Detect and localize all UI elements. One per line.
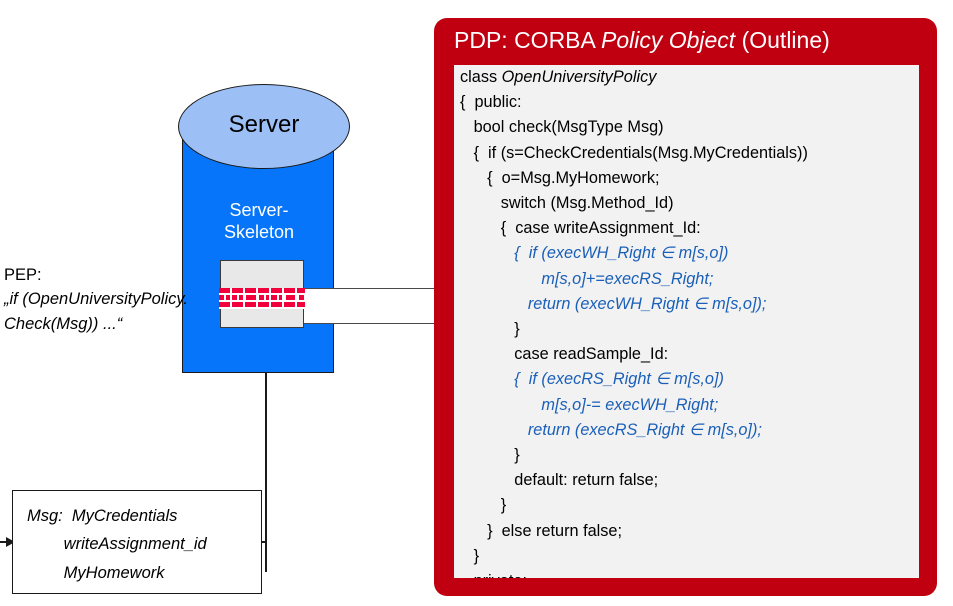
pep-caption-quote-line2: Check(Msg)) ...“ [4, 314, 123, 333]
server-skeleton-label: Server-Skeleton [186, 200, 332, 244]
server-cylinder-top [178, 84, 350, 169]
pdp-panel-title: PDP: CORBA Policy Object (Outline) [454, 27, 830, 54]
code-line: case readSample_Id: [460, 345, 669, 364]
incoming-msg-arrowhead [6, 537, 15, 547]
request-flow-line-to-msgbox [262, 541, 267, 543]
pdp-title-prefix: PDP: CORBA [454, 27, 601, 53]
server-skeleton-label-line1: Server- [229, 200, 289, 220]
code-line: { public: [460, 93, 522, 112]
code-line: m[s,o]+=execRS_Right; [460, 269, 714, 288]
code-line: m[s,o]-= execWH_Right; [460, 395, 719, 414]
code-line: } else return false; [460, 521, 622, 540]
code-line: { o=Msg.MyHomework; [460, 168, 660, 187]
code-line: private: [454, 569, 919, 578]
code-line: switch (Msg.Method_Id) [460, 194, 674, 213]
request-flow-line-lower [265, 400, 267, 572]
message-box: Msg: MyCredentials writeAssignment_id My… [12, 490, 262, 594]
pdp-title-italic: Policy Object [600, 27, 736, 53]
pep-caption: PEP: „if (OpenUniversityPolicy. Check(Ms… [4, 263, 234, 336]
code-line: } [460, 320, 520, 339]
message-row: Msg: MyCredentials [27, 507, 178, 525]
code-line: return (execWH_Right ∈ m[s,o]); [460, 294, 767, 313]
code-line: bool check(MsgType Msg) [460, 118, 664, 137]
message-box-content: Msg: MyCredentials writeAssignment_id My… [27, 502, 207, 587]
code-line: { if (execRS_Right ∈ m[s,o]) [460, 370, 724, 389]
pep-caption-title: PEP: [4, 266, 42, 284]
code-line: return (execRS_Right ∈ m[s,o]); [460, 420, 762, 439]
pep-caption-quote-line1: „if (OpenUniversityPolicy. [4, 290, 188, 309]
code-line-italic-identifier: OpenUniversityPolicy [501, 68, 657, 86]
message-row: writeAssignment_id [27, 535, 207, 554]
server-skeleton-label-line2: Skeleton [223, 221, 295, 242]
code-line: { if (execWH_Right ∈ m[s,o]) [460, 244, 729, 263]
server-diagram: Server Server-Skeleton PEP: „if (OpenUni… [0, 0, 475, 606]
code-line: { if (s=CheckCredentials(Msg.MyCredentia… [460, 143, 808, 162]
policy-code-listing: class OpenUniversityPolicy { public: bool… [454, 65, 919, 578]
code-line: class OpenUniversityPolicy [454, 65, 919, 90]
code-line: default: return false; [460, 471, 659, 490]
code-line: } [460, 446, 520, 465]
pdp-title-suffix: (Outline) [735, 27, 830, 53]
firewall-brick-wall-icon [219, 288, 305, 309]
pdp-policy-object-panel: PDP: CORBA Policy Object (Outline) class… [434, 18, 937, 596]
code-line-text: class [460, 68, 502, 86]
message-row: MyHomework [27, 563, 165, 582]
server-label: Server [228, 111, 300, 138]
code-line: { case writeAssignment_Id: [460, 219, 701, 238]
code-line: } [460, 546, 480, 565]
code-line: } [460, 496, 507, 515]
